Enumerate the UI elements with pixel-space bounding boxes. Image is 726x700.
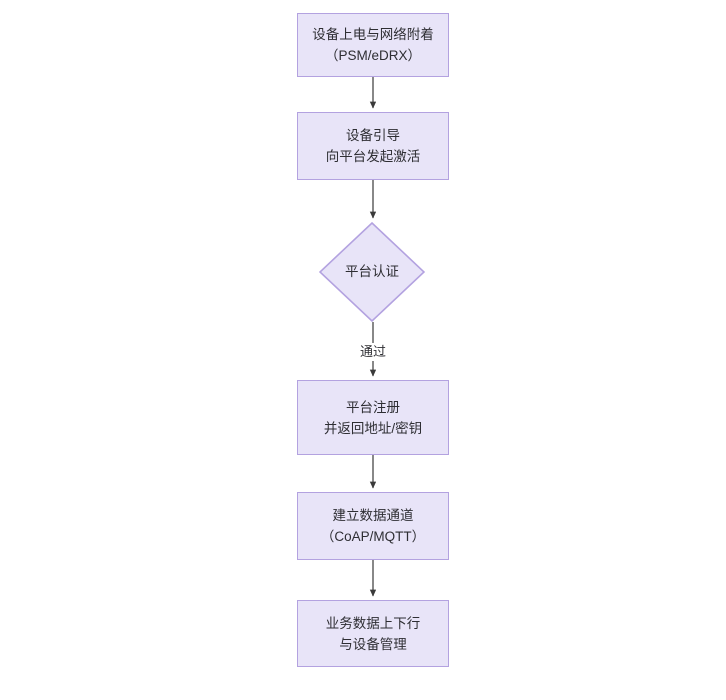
node-label-line-2: 并返回地址/密钥 bbox=[323, 420, 423, 436]
node-device-bootstrap[interactable]: 设备引导 向平台发起激活 bbox=[297, 112, 449, 180]
node-label-line-2: 与设备管理 bbox=[339, 636, 407, 652]
node-label-line-1: 平台认证 bbox=[345, 264, 399, 279]
node-label-line-2: （PSM/eDRX） bbox=[324, 48, 422, 63]
node-label-line-1: 业务数据上下行 bbox=[325, 615, 421, 631]
node-platform-register[interactable]: 平台注册 并返回地址/密钥 bbox=[297, 380, 449, 455]
node-platform-auth[interactable]: 平台认证 bbox=[319, 222, 425, 322]
node-label-line-1: 设备引导 bbox=[346, 128, 400, 143]
node-business-data[interactable]: 业务数据上下行 与设备管理 bbox=[297, 600, 449, 667]
node-label-line-2: （CoAP/MQTT） bbox=[320, 529, 426, 544]
edge-label-pass: 通过 bbox=[356, 343, 390, 361]
node-power-on-attach[interactable]: 设备上电与网络附着 （PSM/eDRX） bbox=[297, 13, 449, 77]
node-label-line-2: 向平台发起激活 bbox=[325, 149, 421, 164]
node-data-channel[interactable]: 建立数据通道 （CoAP/MQTT） bbox=[297, 492, 449, 560]
diamond-shape bbox=[319, 222, 425, 322]
node-label-line-1: 平台注册 bbox=[346, 399, 400, 415]
node-label-line-1: 设备上电与网络附着 bbox=[312, 27, 434, 42]
node-label-line-1: 建立数据通道 bbox=[332, 508, 414, 523]
